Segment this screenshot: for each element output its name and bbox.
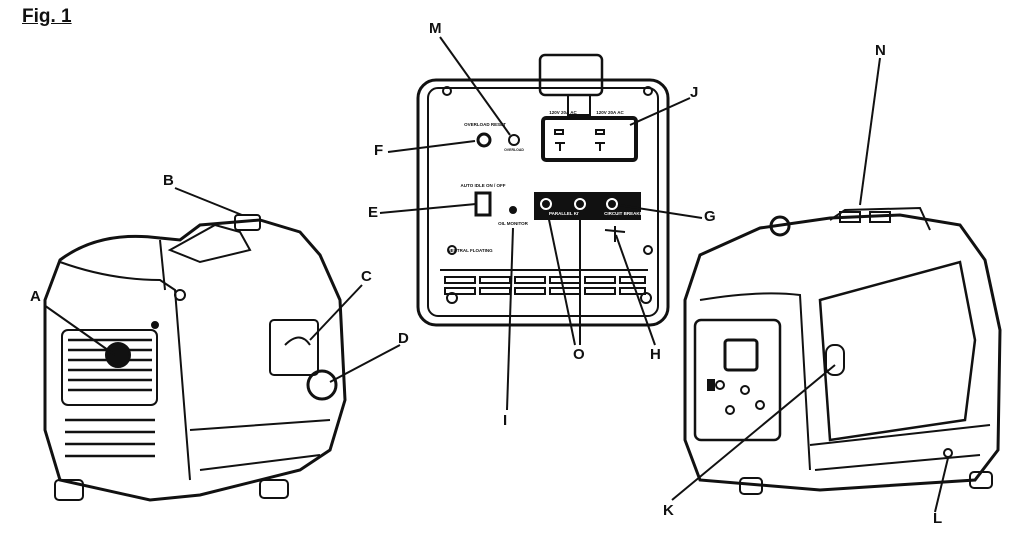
- callout-b: B: [163, 172, 174, 189]
- callout-o: O: [573, 346, 585, 363]
- neutral-floating-label: NEUTRAL FLOATING: [447, 248, 493, 253]
- overload-reset-label: OVERLOAD RESET: [464, 122, 506, 127]
- callout-j: J: [690, 84, 699, 101]
- callout-a: A: [30, 288, 41, 305]
- circuit-breaker-label: CIRCUIT BREAKER: [604, 211, 647, 216]
- generator-panel-view: OVERLOAD RESET OVERLOAD 120V 20A AC 120V…: [416, 53, 670, 327]
- oil-monitor-label: OIL MONITOR: [498, 221, 529, 226]
- outlet-left-label: 120V 20A AC: [549, 110, 577, 115]
- callout-f: F: [374, 142, 384, 159]
- generator-left-view: [43, 214, 347, 502]
- figure-title: Fig. 1: [22, 6, 72, 27]
- callout-k: K: [663, 502, 674, 519]
- outlet-right-label: 120V 20A AC: [596, 110, 624, 115]
- callout-m: M: [429, 20, 442, 37]
- callout-d: D: [398, 330, 409, 347]
- parallel-kit-label: PARALLEL KIT: [549, 211, 581, 216]
- callout-n: N: [875, 42, 886, 59]
- leader-lines: [43, 36, 949, 513]
- overload-label: OVERLOAD: [504, 148, 524, 152]
- callout-g: G: [704, 208, 716, 225]
- callout-h: H: [650, 346, 661, 363]
- callout-l: L: [933, 510, 943, 527]
- callout-e: E: [368, 204, 379, 221]
- generator-right-view: [683, 206, 1002, 495]
- callout-i: I: [503, 412, 508, 429]
- auto-idle-label: AUTO IDLE ON / OFF: [461, 183, 506, 188]
- callout-c: C: [361, 268, 372, 285]
